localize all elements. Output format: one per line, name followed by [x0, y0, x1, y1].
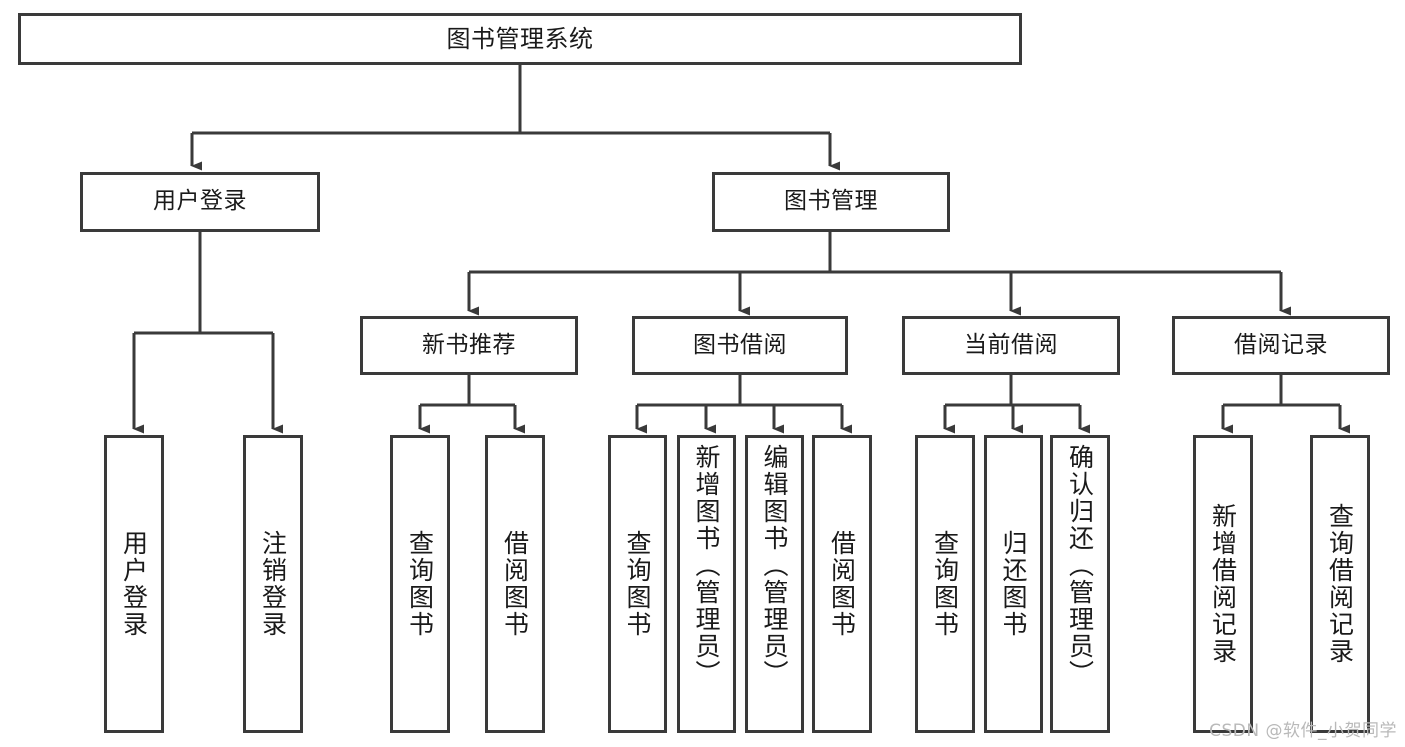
node-label: 编辑图书（管理员）	[760, 444, 789, 687]
node-label: 归还图书	[999, 530, 1028, 638]
leaf-user-login[interactable]: 用户登录	[104, 435, 164, 733]
csdn-watermark: CSDN @软件_小贺同学	[1209, 721, 1397, 741]
node-label: 查询借阅记录	[1325, 503, 1355, 665]
node-label: 借阅记录	[1234, 331, 1328, 358]
node-label: 查询图书	[623, 530, 652, 638]
leaf-return-book[interactable]: 归还图书	[984, 435, 1043, 733]
node-label: 查询图书	[930, 530, 960, 638]
leaf-query-book-current[interactable]: 查询图书	[915, 435, 975, 733]
leaf-logout[interactable]: 注销登录	[243, 435, 303, 733]
leaf-confirm-return-admin[interactable]: 确认归还（管理员）	[1050, 435, 1110, 733]
node-label: 图书借阅	[693, 331, 787, 358]
node-user-login[interactable]: 用户登录	[80, 172, 320, 232]
node-label: 借阅图书	[827, 530, 857, 638]
node-label: 当前借阅	[964, 331, 1058, 358]
leaf-edit-book-admin[interactable]: 编辑图书（管理员）	[745, 435, 804, 733]
node-label: 新增图书（管理员）	[692, 444, 721, 687]
node-label: 图书管理系统	[446, 24, 594, 53]
node-label: 借阅图书	[500, 530, 530, 638]
leaf-query-borrow-record[interactable]: 查询借阅记录	[1310, 435, 1370, 733]
leaf-add-borrow-record[interactable]: 新增借阅记录	[1193, 435, 1253, 733]
node-label: 查询图书	[405, 530, 435, 638]
node-new-book-recommendation[interactable]: 新书推荐	[360, 316, 578, 375]
node-label: 图书管理	[784, 188, 878, 215]
leaf-borrow-book[interactable]: 借阅图书	[812, 435, 872, 733]
node-book-borrowing[interactable]: 图书借阅	[632, 316, 848, 375]
node-borrowing-record[interactable]: 借阅记录	[1172, 316, 1390, 375]
leaf-borrow-book-recommend[interactable]: 借阅图书	[485, 435, 545, 733]
node-label: 注销登录	[258, 530, 288, 638]
node-root-book-management-system[interactable]: 图书管理系统	[18, 13, 1022, 65]
node-label: 确认归还（管理员）	[1065, 444, 1095, 687]
node-label: 新书推荐	[422, 331, 516, 358]
node-book-management[interactable]: 图书管理	[712, 172, 950, 232]
leaf-add-book-admin[interactable]: 新增图书（管理员）	[677, 435, 736, 733]
node-label: 新增借阅记录	[1208, 503, 1238, 665]
node-current-borrowing[interactable]: 当前借阅	[902, 316, 1120, 375]
node-label: 用户登录	[119, 530, 149, 638]
leaf-query-book-borrow[interactable]: 查询图书	[608, 435, 667, 733]
leaf-query-book-recommend[interactable]: 查询图书	[390, 435, 450, 733]
node-label: 用户登录	[153, 188, 247, 215]
